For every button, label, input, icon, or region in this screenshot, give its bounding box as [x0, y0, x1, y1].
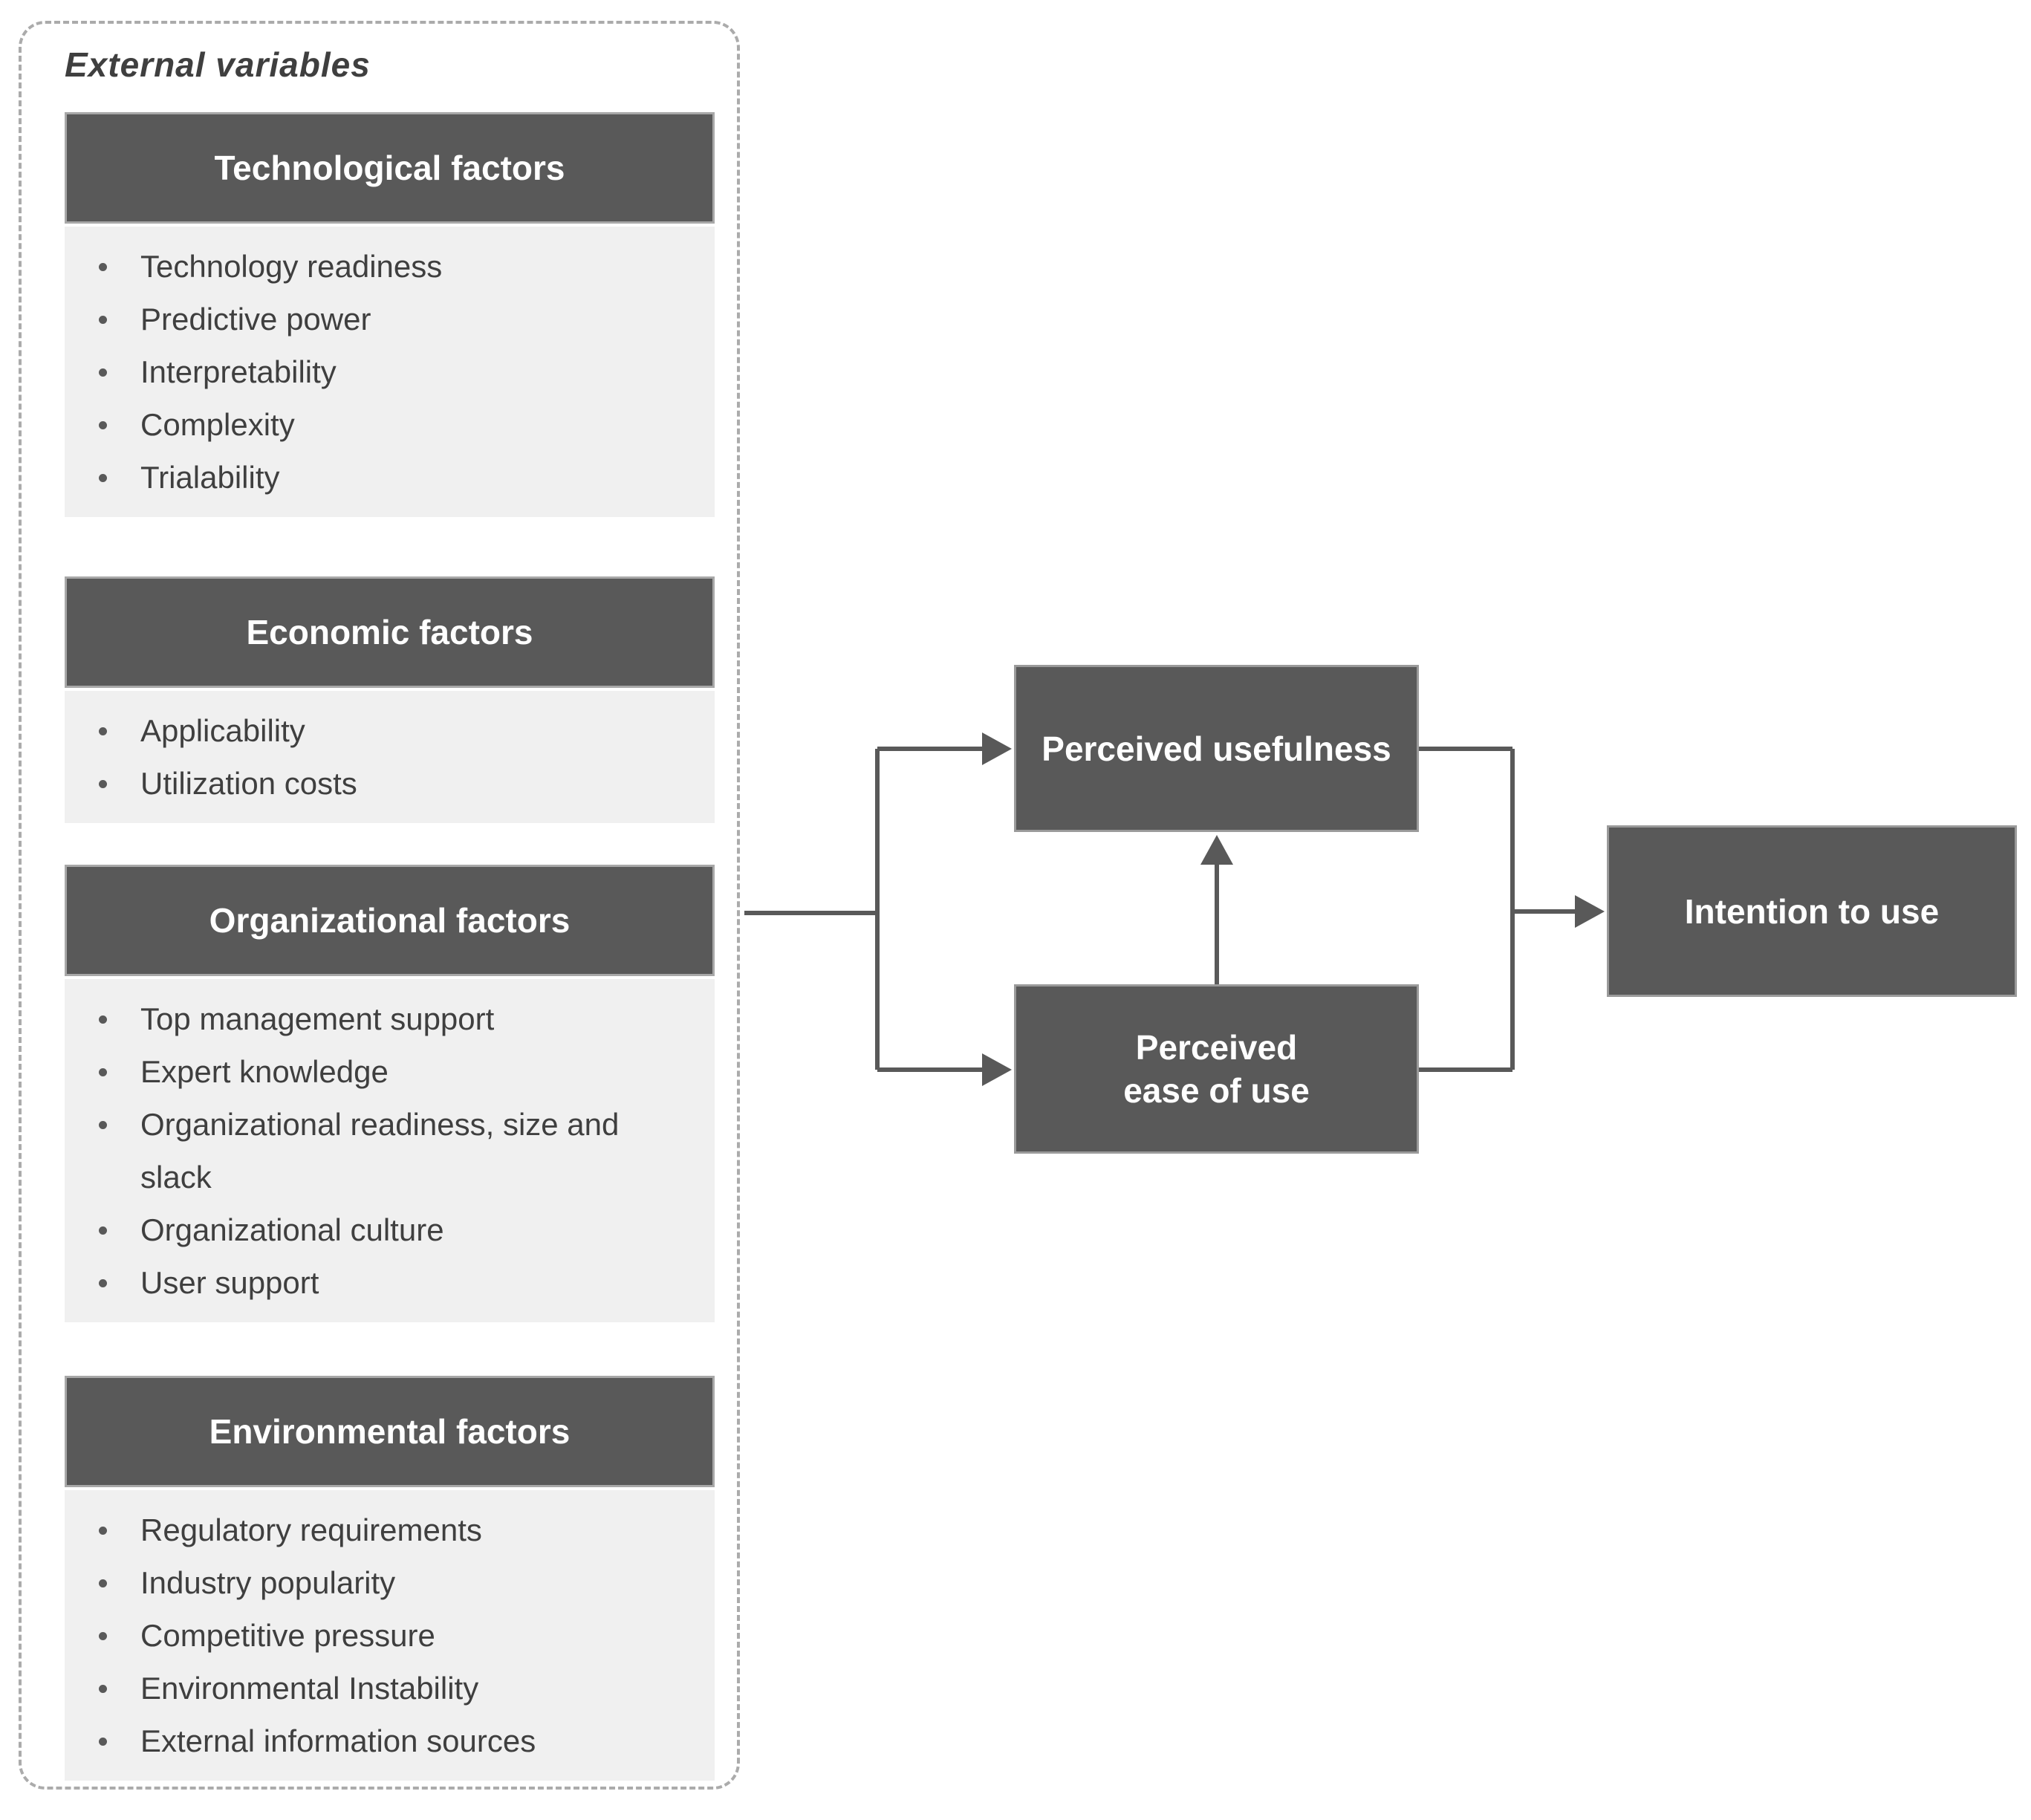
section-title: Technological factors — [214, 149, 565, 187]
section-header-economic: Economic factors — [65, 576, 715, 688]
section-title: Environmental factors — [209, 1412, 571, 1451]
list-item: External information sources — [65, 1715, 692, 1767]
external-variables-title: External variables — [65, 45, 371, 84]
list-item: Organizational culture — [65, 1203, 692, 1256]
intention-to-use-label: Intention to use — [1684, 891, 1940, 931]
list-item: Industry popularity — [65, 1556, 692, 1609]
external-variables-panel: External variables Technological factors… — [19, 21, 740, 1790]
section-technological-factors: Technological factors Technology readine… — [65, 112, 715, 517]
section-title: Organizational factors — [209, 901, 571, 940]
section-economic-factors: Economic factors Applicability Utilizati… — [65, 576, 715, 823]
list-item: Trialability — [65, 451, 692, 504]
section-environmental-factors: Environmental factors Regulatory require… — [65, 1376, 715, 1781]
list-item: Organizational readiness, size and slack — [65, 1098, 692, 1203]
section-header-technological: Technological factors — [65, 112, 715, 224]
list-item: Utilization costs — [65, 757, 692, 810]
arrowhead-up — [1200, 835, 1233, 865]
arrowhead-usefulness — [982, 732, 1012, 765]
perceived-usefulness-label: Perceived usefulness — [1042, 729, 1391, 768]
perceived-ease-of-use-label: Perceived ease of use — [1123, 1028, 1310, 1110]
arrowhead-ease — [982, 1053, 1012, 1086]
list-item: Predictive power — [65, 293, 692, 345]
perceived-ease-of-use-box: Perceived ease of use — [1014, 984, 1419, 1154]
section-header-organizational: Organizational factors — [65, 865, 715, 976]
section-header-environmental: Environmental factors — [65, 1376, 715, 1487]
section-organizational-factors: Organizational factors Top management su… — [65, 865, 715, 1322]
factor-list-environmental: Regulatory requirements Industry popular… — [65, 1490, 715, 1781]
list-item: Expert knowledge — [65, 1045, 692, 1098]
factor-list-technological: Technology readiness Predictive power In… — [65, 227, 715, 517]
arrowhead-intention — [1575, 895, 1605, 928]
list-item: Environmental Instability — [65, 1662, 692, 1715]
factor-list-organizational: Top management support Expert knowledge … — [65, 979, 715, 1322]
list-item: Interpretability — [65, 345, 692, 398]
list-item: Competitive pressure — [65, 1609, 692, 1662]
perceived-usefulness-box: Perceived usefulness — [1014, 665, 1419, 832]
list-item: Applicability — [65, 704, 692, 757]
list-item: Regulatory requirements — [65, 1504, 692, 1556]
section-title: Economic factors — [246, 613, 533, 651]
list-item: Top management support — [65, 992, 692, 1045]
list-item: Technology readiness — [65, 240, 692, 293]
intention-to-use-box: Intention to use — [1607, 825, 2017, 997]
factor-list-economic: Applicability Utilization costs — [65, 691, 715, 823]
list-item: User support — [65, 1256, 692, 1309]
list-item: Complexity — [65, 398, 692, 451]
